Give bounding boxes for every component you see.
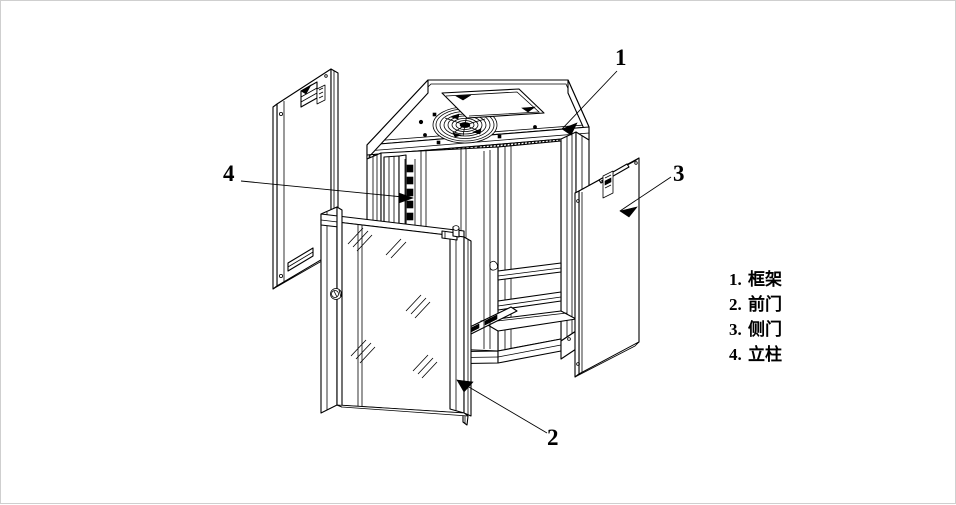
door-lock xyxy=(330,288,342,300)
legend-item-1: 1. 框架 xyxy=(729,267,869,292)
legend-item-3: 3. 侧门 xyxy=(729,317,869,342)
legend-label-side-door: 侧门 xyxy=(748,320,782,339)
callout-4: 4 xyxy=(223,161,235,186)
front-door xyxy=(320,206,472,426)
legend-number-4: 4. xyxy=(729,345,742,364)
legend-number-2: 2. xyxy=(729,295,742,314)
legend-label-upright-column: 立柱 xyxy=(748,345,782,364)
callout-3: 3 xyxy=(673,161,685,186)
legend-item-4: 4. 立柱 xyxy=(729,342,869,367)
top-access-panel xyxy=(441,88,545,119)
parts-legend: 1. 框架 2. 前门 3. 侧门 4. 立柱 xyxy=(729,267,869,367)
callout-1: 1 xyxy=(615,45,627,70)
legend-label-front-door: 前门 xyxy=(748,295,782,314)
leader-lines xyxy=(240,70,672,434)
glass-reflections xyxy=(347,227,438,379)
legend-number-3: 3. xyxy=(729,320,742,339)
legend-item-2: 2. 前门 xyxy=(729,292,869,317)
legend-label-framework: 框架 xyxy=(748,270,782,289)
callout-2: 2 xyxy=(547,425,559,450)
left-side-door-part xyxy=(272,68,339,290)
legend-number-1: 1. xyxy=(729,270,742,289)
right-side-door xyxy=(574,157,640,378)
